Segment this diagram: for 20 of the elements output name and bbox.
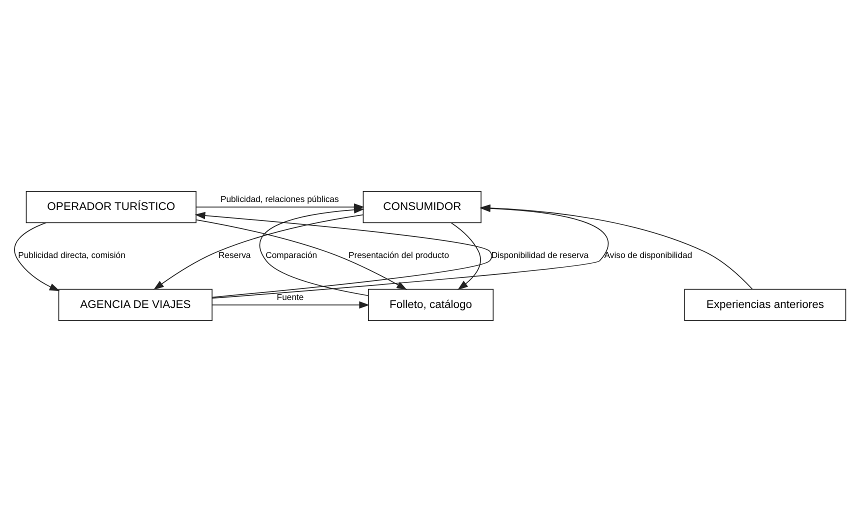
node-box: OPERADOR TURÍSTICO	[26, 191, 196, 224]
arrow	[259, 206, 369, 296]
arrow	[196, 219, 408, 290]
arrow	[212, 301, 370, 309]
edge-label: Aviso de disponibilidad	[604, 250, 692, 260]
arrow	[450, 222, 481, 290]
arrow	[14, 222, 60, 292]
edge-label: Disponibilidad de reserva	[491, 250, 589, 260]
node-box: Experiencias anteriores	[684, 288, 846, 321]
edge-label: Presentación del producto	[348, 250, 450, 260]
edge-label: Publicidad directa, comisión	[18, 250, 126, 260]
edge-label: Comparación	[266, 250, 318, 260]
arrow	[194, 212, 492, 298]
edge-label: Reserva	[218, 250, 251, 260]
node-box: CONSUMIDOR	[362, 191, 482, 224]
node-box: AGENCIA DE VIAJES	[58, 288, 213, 321]
edge-label: Fuente	[276, 292, 304, 302]
arrow	[153, 214, 364, 290]
node-box: Folleto, catálogo	[368, 288, 494, 321]
edge-label: Publicidad, relaciones públicas	[220, 194, 339, 204]
